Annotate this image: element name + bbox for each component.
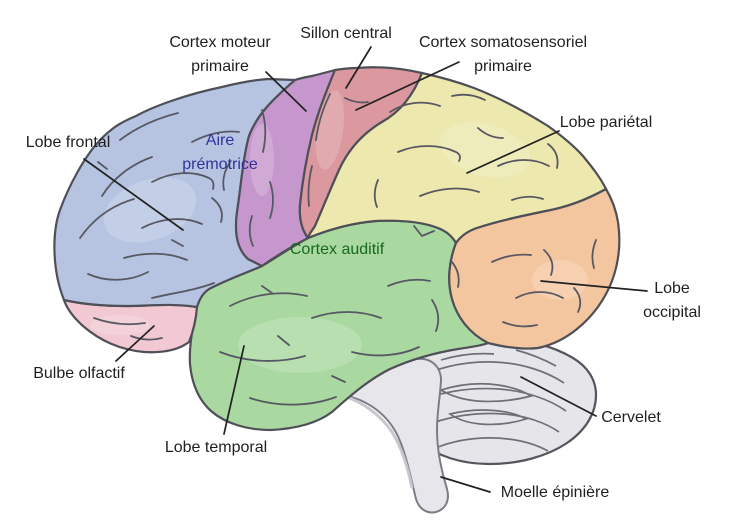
gyri-somatosensory [307, 93, 369, 207]
gyri-lines [79, 93, 597, 406]
region-highlights [90, 90, 588, 373]
gyri-frontal [79, 112, 240, 299]
pointer-cortex-somatosensoriel-primaire [355, 61, 460, 111]
gyri-occipital [491, 239, 597, 328]
cerebrum-regions [53, 66, 621, 432]
brainstem-shading-line [343, 394, 414, 489]
pointer-lobe-frontal [83, 158, 184, 231]
pointer-sillon-central [345, 46, 372, 89]
gyri-parietal [373, 93, 559, 238]
cerebellum-folds [408, 349, 567, 452]
gyri-olfactory [93, 317, 163, 341]
pointer-cervelet [520, 376, 597, 417]
region-lobe-occipital [448, 187, 621, 350]
pointer-lobe-occipital [540, 280, 648, 292]
gyri-premotor [248, 109, 274, 247]
gyri-temporal [219, 261, 460, 406]
pointer-bulbe-olfactif [115, 325, 155, 362]
pointer-lobe-temporal [223, 345, 245, 435]
pointer-lines [83, 46, 648, 493]
pointer-cortex-moteur-primaire [265, 71, 307, 112]
cerebellum-group [397, 336, 598, 466]
pointer-moelle-epiniere [440, 476, 491, 493]
pointer-lobe-parietal [466, 130, 560, 174]
